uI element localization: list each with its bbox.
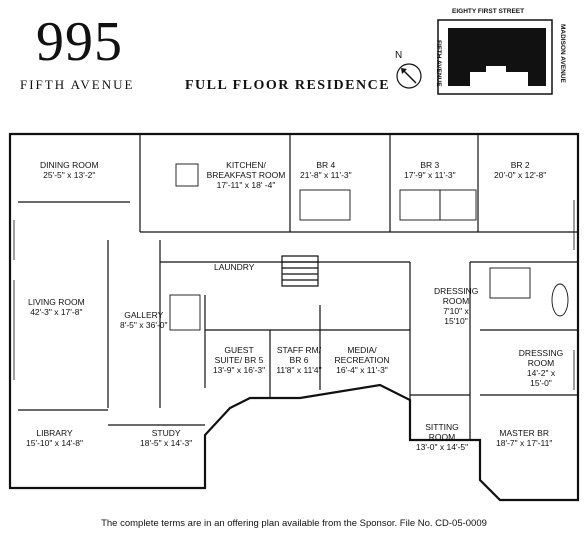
room-media-name: MEDIA/ RECREATION: [334, 345, 390, 365]
north-label: N: [395, 50, 403, 61]
room-dressing-1-dims: 7'10" x 15'10": [443, 306, 469, 326]
room-living-name: LIVING ROOM: [28, 297, 85, 307]
room-dressing-2-dims: 14'-2" x 15'-0": [526, 368, 556, 388]
room-sitting: SITTING ROOM 13'-0" x 14'-5": [414, 422, 470, 452]
footer-note: The complete terms are in an offering pl…: [101, 518, 487, 529]
room-kitchen-name: KITCHEN/ BREAKFAST ROOM: [206, 160, 286, 180]
room-library-dims: 15'-10" x 14'-8": [26, 438, 84, 448]
room-br2: BR 2 20'-0" x 12'-8": [494, 160, 546, 180]
room-br4-dims: 21'-8" x 11'-3": [300, 170, 352, 180]
room-br2-dims: 20'-0" x 12'-8": [494, 170, 547, 180]
room-dressing-1-name: DRESSING ROOM: [434, 286, 479, 306]
room-dining: DINING ROOM 25'-5" x 13'-2": [40, 160, 99, 180]
room-living-dims: 42'-3" x 17'-8": [30, 307, 83, 317]
room-study-dims: 18'-5" x 14'-3": [140, 438, 193, 448]
room-media-dims: 16'-4" x 11'-3": [336, 365, 388, 375]
room-staff-name: STAFF RM/ BR 6: [276, 345, 322, 365]
room-kitchen-dims: 17'-11" x 18' -4": [216, 180, 276, 190]
room-gallery: GALLERY 8'-5" x 36'-0": [120, 310, 168, 330]
room-sitting-dims: 13'-0" x 14'-5": [415, 442, 469, 452]
room-gallery-name: GALLERY: [124, 310, 164, 320]
room-dressing-2-name: DRESSING ROOM: [518, 348, 564, 368]
street-top-label: EIGHTY FIRST STREET: [452, 8, 525, 15]
room-laundry-name: LAUNDRY: [214, 262, 255, 272]
room-br3-name: BR 3: [420, 160, 440, 170]
room-br4: BR 4 21'-8" x 11'-3": [300, 160, 352, 180]
room-dressing-1: DRESSING ROOM 7'10" x 15'10": [434, 286, 478, 326]
room-staff-dims: 11'8" x 11'4": [276, 365, 322, 375]
room-master-dims: 18'-7" x 17'-11": [496, 438, 553, 448]
building-number: 995: [36, 11, 123, 73]
room-study-name: STUDY: [151, 428, 181, 438]
room-sitting-name: SITTING ROOM: [425, 422, 459, 442]
room-br4-name: BR 4: [316, 160, 336, 170]
room-guest-suite: GUEST SUITE/ BR 5 13'-9" x 16'-3": [210, 345, 268, 375]
room-laundry: LAUNDRY: [214, 262, 254, 272]
room-library-name: LIBRARY: [36, 428, 73, 438]
room-staff: STAFF RM/ BR 6 11'8" x 11'4": [276, 345, 322, 375]
room-br3: BR 3 17'-9" x 11'-3": [404, 160, 456, 180]
room-br2-name: BR 2: [510, 160, 530, 170]
room-dining-dims: 25'-5" x 13'-2": [43, 170, 96, 180]
room-kitchen: KITCHEN/ BREAKFAST ROOM 17'-11" x 18' -4…: [206, 160, 286, 190]
room-br3-dims: 17'-9" x 11'-3": [404, 170, 456, 180]
room-master: MASTER BR 18'-7" x 17'-11": [496, 428, 552, 448]
room-study: STUDY 18'-5" x 14'-3": [140, 428, 192, 448]
room-guest-suite-name: GUEST SUITE/ BR 5: [214, 345, 264, 365]
plan-title: FULL FLOOR RESIDENCE: [185, 78, 391, 93]
room-dressing-2: DRESSING ROOM 14'-2" x 15'-0": [516, 348, 566, 388]
room-media: MEDIA/ RECREATION 16'-4" x 11'-3": [332, 345, 392, 375]
room-living: LIVING ROOM 42'-3" x 17'-8": [28, 297, 85, 317]
building-address: FIFTH AVENUE: [20, 77, 135, 92]
room-master-name: MASTER BR: [499, 428, 549, 438]
room-library: LIBRARY 15'-10" x 14'-8": [26, 428, 83, 448]
room-guest-suite-dims: 13'-9" x 16'-3": [212, 365, 266, 375]
room-gallery-dims: 8'-5" x 36'-0": [120, 320, 168, 330]
room-dining-name: DINING ROOM: [40, 160, 99, 170]
